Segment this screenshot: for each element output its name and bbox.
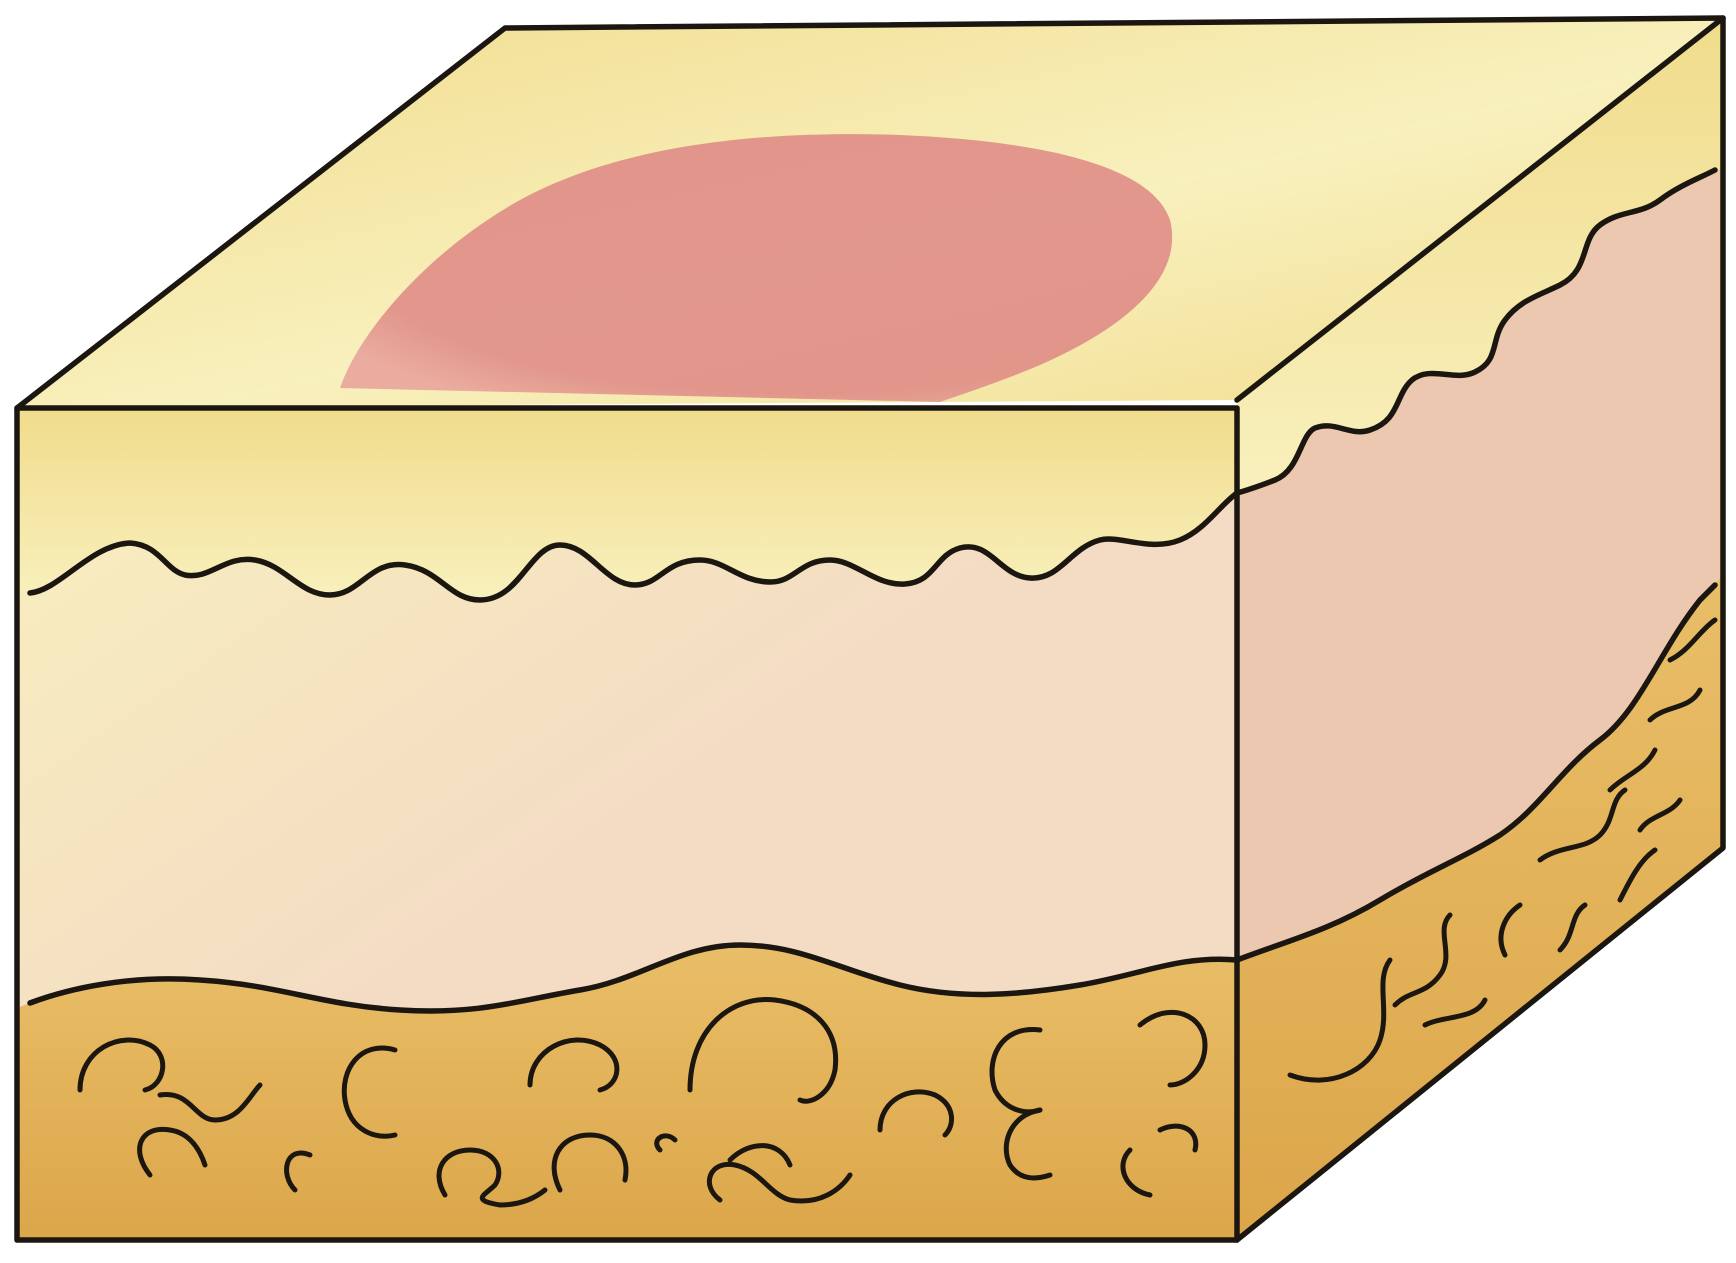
skin-block-illustration — [0, 0, 1736, 1263]
skin-block-drawing — [0, 0, 1736, 1263]
